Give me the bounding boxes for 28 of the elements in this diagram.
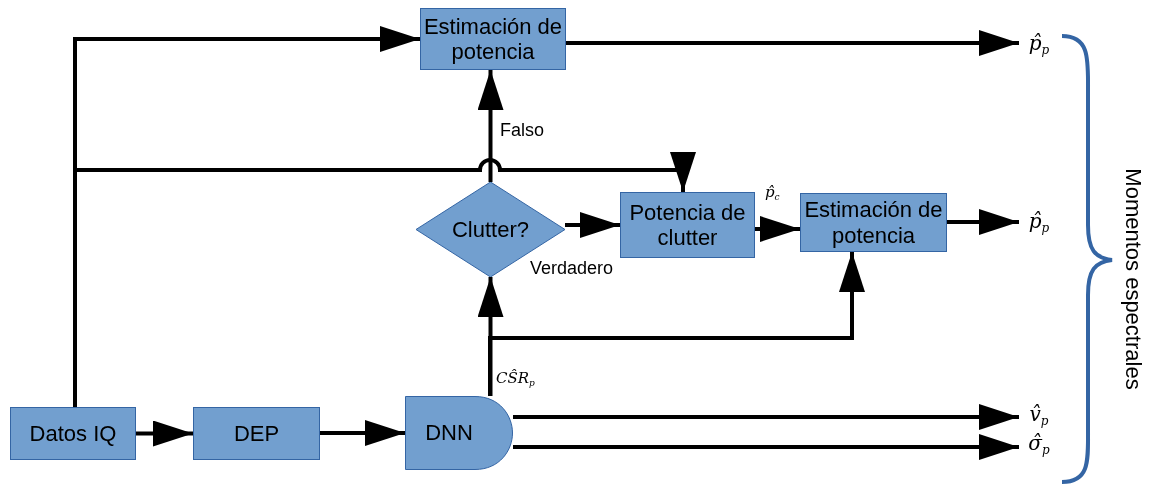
arrow [513,434,1019,460]
math-symbol: v̂$_{p}$ [1029,401,1049,429]
math-symbol: p̂$_{p}$ [1028,208,1050,236]
arrow [136,420,193,447]
node-label: Potencia de clutter [628,199,747,251]
arrow [513,404,1019,430]
arrow [947,209,1019,235]
arrow [477,70,504,182]
process-box [620,192,755,258]
node-label: Estimación de potencia [422,13,564,65]
node-label: DEP [233,420,280,447]
node-label: Estimación de potencia [803,197,944,248]
process-box [193,407,320,460]
node-label: Datos IQ [29,420,117,447]
process-box [10,407,136,460]
arrow [565,212,620,238]
arrow [488,252,865,396]
edge-label: CŜR$_{p}$ [496,370,535,390]
node-label: Clutter? [451,216,529,243]
arrow [320,420,405,446]
node-label: DNN [425,420,473,446]
math-symbol: σ̂$_{p}$ [1028,430,1050,458]
arrow [477,277,504,396]
arrow [755,216,800,242]
arrow [566,30,1019,56]
math-symbol: p̂$_{p}$ [1028,30,1050,58]
side-label: Momentos espectrales [1120,167,1146,392]
dnn-block [405,396,513,470]
